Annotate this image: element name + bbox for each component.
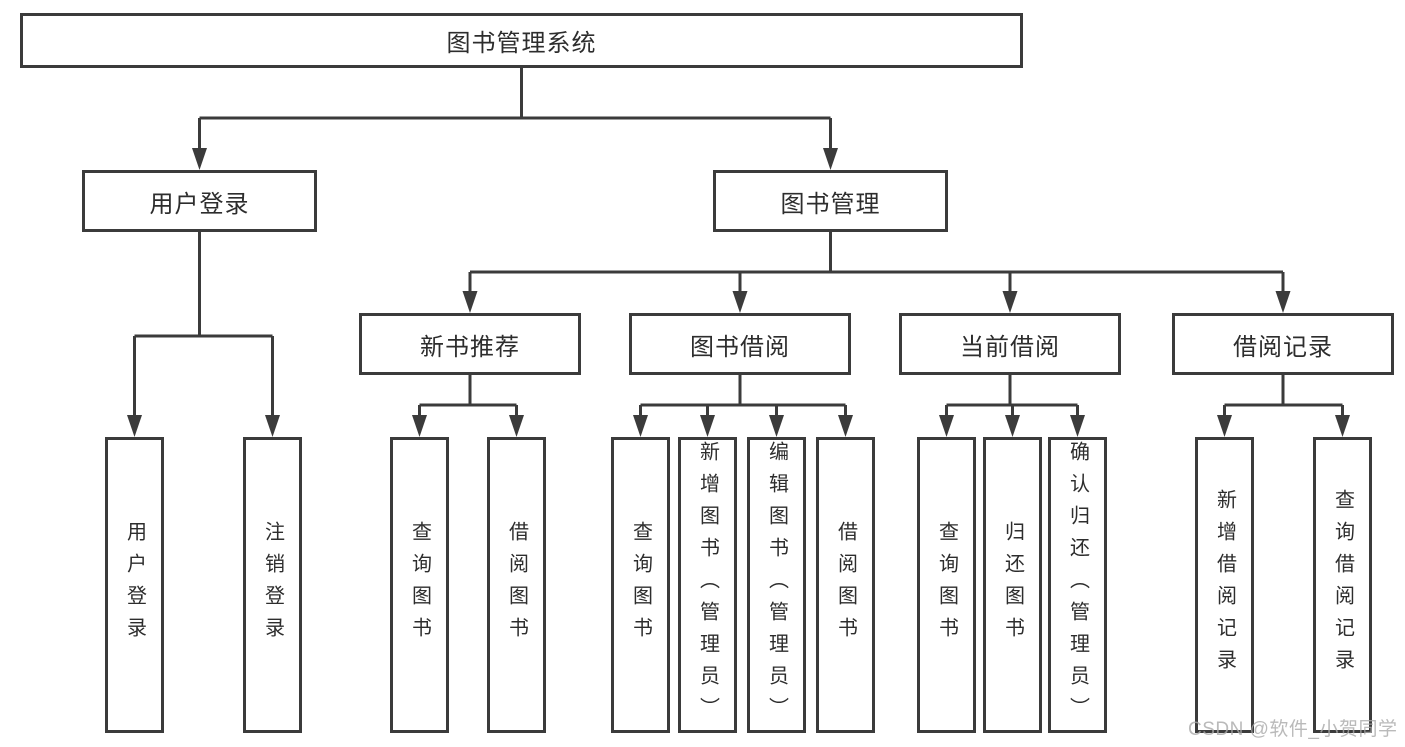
node-label: 图书管理	[780, 190, 881, 218]
node-new-book-recommendation: 新书推荐	[359, 313, 581, 375]
leaf-label: 归还图书	[1001, 521, 1024, 649]
leaf-label: 确认归还（管理员）	[1066, 441, 1089, 729]
leaf-query-books: 查询图书	[611, 437, 670, 733]
node-borrowing-records: 借阅记录	[1172, 313, 1394, 375]
leaf-logout-login: 注销登录	[243, 437, 302, 733]
node-label: 图书借阅	[690, 333, 790, 361]
leaf-return-books: 归还图书	[983, 437, 1042, 733]
leaf-add-books-admin: 新增图书（管理员）	[678, 437, 737, 733]
node-book-borrowing: 图书借阅	[629, 313, 851, 375]
leaf-query-borrow-record: 查询借阅记录	[1313, 437, 1372, 733]
leaf-label: 查询图书	[408, 521, 431, 649]
leaf-query-books: 查询图书	[917, 437, 976, 733]
leaf-label: 查询图书	[629, 521, 652, 649]
leaf-borrow-books: 借阅图书	[816, 437, 875, 733]
node-label: 图书管理系统	[446, 30, 597, 57]
leaf-add-borrow-record: 新增借阅记录	[1195, 437, 1254, 733]
leaf-label: 借阅图书	[834, 521, 857, 649]
csdn-watermark: CSDN @软件_小贺同学	[1188, 719, 1398, 740]
node-library-management-system: 图书管理系统	[20, 13, 1023, 68]
node-label: 借阅记录	[1233, 333, 1333, 361]
leaf-label: 注销登录	[261, 521, 284, 649]
arrowheads	[127, 148, 1350, 437]
leaf-label: 借阅图书	[505, 521, 528, 649]
node-current-borrowing: 当前借阅	[899, 313, 1121, 375]
leaf-user-login: 用户登录	[105, 437, 164, 733]
leaf-label: 查询图书	[935, 521, 958, 649]
leaf-label: 新增借阅记录	[1213, 489, 1236, 681]
leaf-borrow-books: 借阅图书	[487, 437, 546, 733]
node-label: 用户登录	[149, 190, 250, 218]
leaf-label: 编辑图书（管理员）	[765, 441, 788, 729]
leaf-edit-books-admin: 编辑图书（管理员）	[747, 437, 806, 733]
node-label: 新书推荐	[420, 333, 520, 361]
node-book-management: 图书管理	[713, 170, 948, 232]
leaf-label: 新增图书（管理员）	[696, 441, 719, 729]
leaf-query-books: 查询图书	[390, 437, 449, 733]
leaf-label: 查询借阅记录	[1331, 489, 1354, 681]
node-label: 当前借阅	[960, 333, 1060, 361]
leaf-confirm-return-admin: 确认归还（管理员）	[1048, 437, 1107, 733]
node-user-login: 用户登录	[82, 170, 317, 232]
leaf-label: 用户登录	[123, 521, 146, 649]
